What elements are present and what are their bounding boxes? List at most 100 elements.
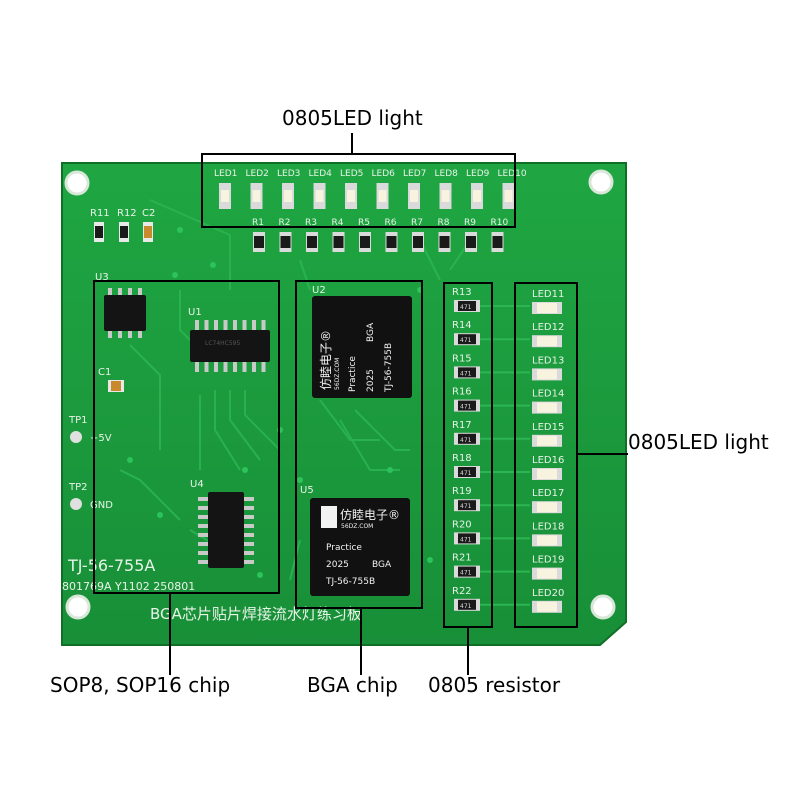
top-led-2: LED2 (246, 169, 269, 209)
side-led-16: LED16 (532, 455, 564, 480)
u1-label: U1 (188, 307, 202, 318)
side-led-label: LED17 (532, 488, 564, 499)
u5-brand: 仿睦电子® (340, 508, 400, 522)
top-led-row: LED1 LED2 LED3 LED4 LED5 LED6 LED7 LED8 LED9 LED1… (214, 169, 527, 209)
top-resistor-5: R5 (358, 218, 371, 252)
annotation-boxes (93, 153, 578, 628)
top-resistor-label: R6 (385, 218, 397, 228)
resistor-marking: 471 (460, 470, 472, 477)
u5-line1: Practice (326, 543, 362, 553)
top-led-6: LED6 (372, 169, 396, 209)
resistor-marking: 471 (460, 304, 472, 311)
side-led-12: LED12 (532, 322, 564, 348)
top-resistor-10: R10 (491, 218, 509, 252)
side-resistor-column: R13471R14471R15471R16471R17471R18471R194… (452, 287, 530, 611)
side-led-column: LED11LED12LED13LED14LED15LED16LED17LED18… (532, 289, 564, 613)
callout-top-led: 0805LED light (282, 106, 423, 130)
top-led-label: LED6 (372, 169, 396, 179)
box-top-leds (201, 153, 516, 228)
c1-capacitor: C1 (98, 367, 124, 392)
callout-sop: SOP8, SOP16 chip (50, 673, 231, 697)
u4-sop16-chip: U4 (190, 479, 254, 568)
resistor-marking: 471 (460, 404, 472, 411)
side-led-14: LED14 (532, 389, 564, 414)
u2-label: U2 (312, 285, 326, 296)
tp2-net: GND (90, 500, 113, 511)
side-led-17: LED17 (532, 488, 564, 514)
r11-label: R11 (90, 208, 110, 219)
top-resistor-1: R1 (252, 218, 265, 252)
svg-text:LC74HC595: LC74HC595 (205, 340, 241, 347)
resistor-marking: 471 (460, 570, 472, 577)
side-resistor-label: R15 (452, 353, 472, 364)
side-led-label: LED16 (532, 455, 564, 466)
side-resistor-label: R18 (452, 453, 472, 464)
top-resistor-label: R7 (411, 218, 423, 228)
test-points: TP1 +5V TP2 GND (68, 415, 113, 511)
u2-url: 56DZ.COM (334, 358, 341, 390)
u5-bga-chip: U5 仿睦电子® 56DZ.COM Practice 2025 BGA TJ-5… (300, 485, 410, 596)
top-led-5: LED5 (340, 169, 363, 209)
board-title-cn: BGA芯片贴片焊接流水灯练习板 (150, 605, 362, 623)
callout-resistor: 0805 resistor (428, 673, 561, 697)
side-led-label: LED20 (532, 588, 564, 599)
callout-lines (169, 133, 628, 675)
resistor-marking: 471 (460, 337, 472, 344)
top-led-8: LED8 (435, 169, 458, 209)
top-resistor-8: R8 (438, 218, 451, 252)
board-serial: 801769A Y1102 250801 (62, 580, 195, 593)
tp1-net: +5V (90, 433, 112, 444)
side-resistor-label: R16 (452, 387, 472, 398)
resistor-marking: 471 (460, 370, 472, 377)
small-components-top-left: R11 R12 C2 (90, 208, 155, 242)
u2-line1: Practice (348, 356, 358, 392)
top-led-10: LED10 (498, 169, 527, 209)
c1-label: C1 (98, 367, 111, 378)
top-led-7: LED7 (403, 169, 426, 209)
top-resistor-label: R10 (491, 218, 509, 228)
u5-label: U5 (300, 485, 314, 496)
top-led-label: LED4 (309, 169, 333, 179)
side-led-label: LED12 (532, 322, 564, 333)
top-resistor-9: R9 (464, 218, 477, 252)
u3-label: U3 (95, 272, 109, 283)
board-model: TJ-56-755A (67, 556, 155, 575)
top-led-4: LED4 (309, 169, 333, 209)
u2-type: BGA (366, 322, 376, 342)
u2-part: TJ-56-755B (384, 343, 394, 393)
top-resistor-label: R5 (358, 218, 370, 228)
top-led-label: LED5 (340, 169, 363, 179)
top-resistor-label: R1 (252, 218, 264, 228)
side-resistor-label: R21 (452, 553, 472, 564)
top-resistor-label: R9 (464, 218, 476, 228)
top-led-label: LED10 (498, 169, 527, 179)
side-led-label: LED18 (532, 521, 564, 532)
u5-year: 2025 (326, 560, 349, 570)
side-led-13: LED13 (532, 355, 564, 381)
side-led-19: LED19 (532, 555, 564, 580)
u5-part: TJ-56-755B (325, 577, 375, 587)
c2-label: C2 (142, 208, 155, 219)
side-led-18: LED18 (532, 521, 564, 547)
box-bga-chips (295, 280, 423, 609)
top-led-label: LED9 (466, 169, 490, 179)
side-led-11: LED11 (532, 289, 564, 314)
top-resistor-4: R4 (332, 218, 345, 252)
u4-label: U4 (190, 479, 204, 490)
callout-right-led: 0805LED light (628, 430, 769, 454)
top-led-3: LED3 (277, 169, 300, 209)
top-led-label: LED1 (214, 169, 237, 179)
top-resistor-6: R6 (385, 218, 398, 252)
tp1-label: TP1 (68, 415, 88, 426)
side-resistor-label: R22 (452, 586, 472, 597)
top-resistor-label: R4 (332, 218, 344, 228)
side-resistor-15: R15 471 (452, 353, 530, 379)
